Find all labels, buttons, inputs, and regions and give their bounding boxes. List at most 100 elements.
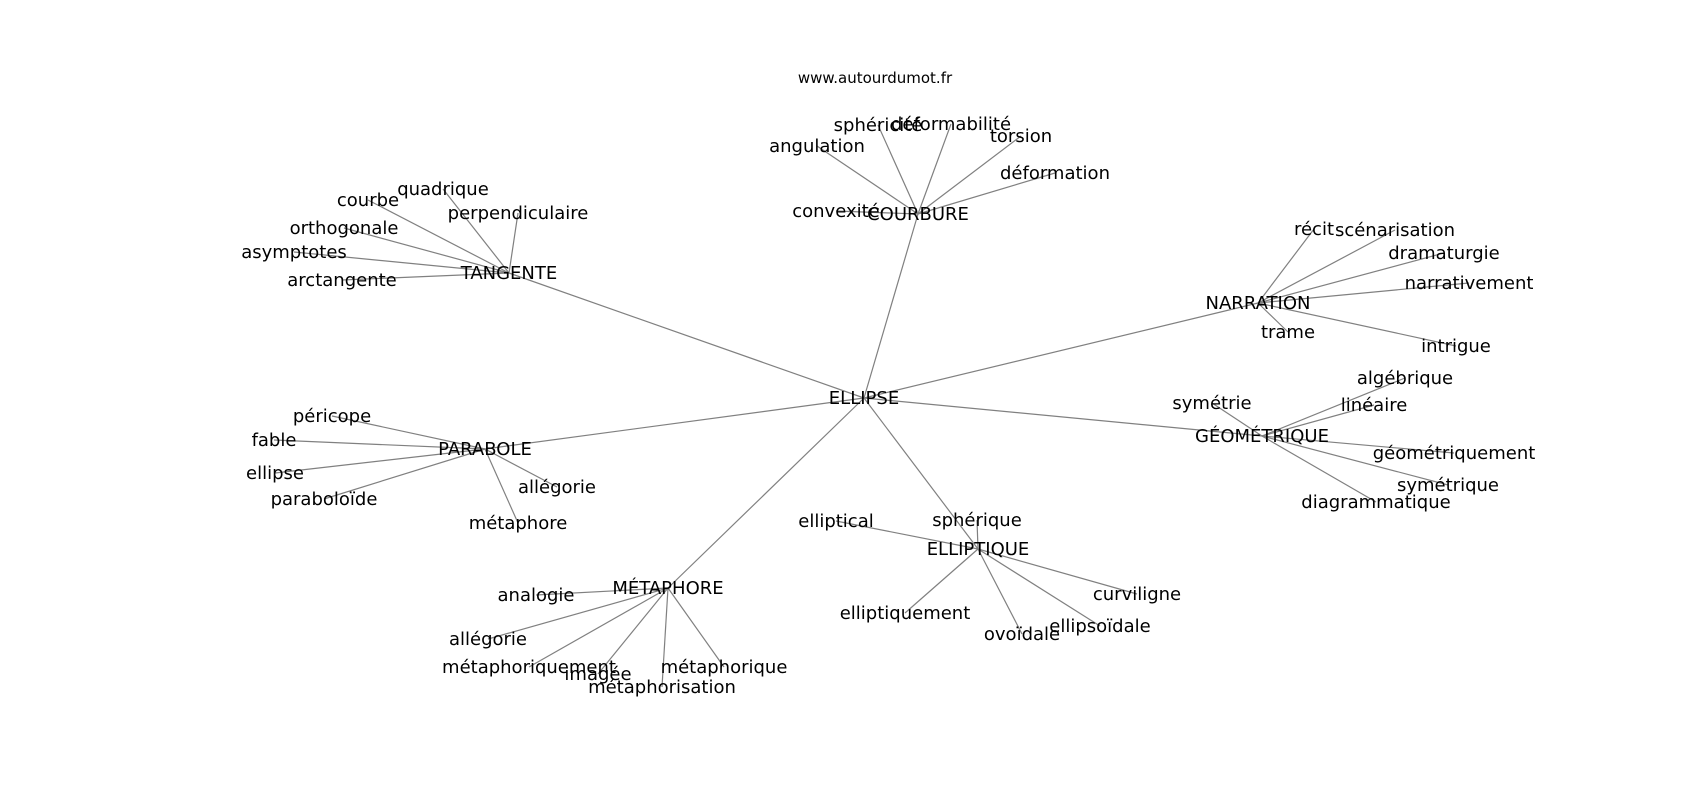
- edge-center-geometrique: [863, 397, 1263, 437]
- edge-center-elliptique: [863, 397, 979, 550]
- leaf-node-algebrique: algébrique: [1357, 368, 1453, 389]
- edge-parabole-metaphore: [484, 448, 519, 524]
- edge-narration-narrativement: [1257, 282, 1470, 304]
- edge-parabole-allegorie: [484, 448, 558, 488]
- edge-parabole-ellipse: [274, 448, 486, 474]
- leaf-node-perpendiculaire: perpendiculaire: [448, 203, 589, 224]
- hub-node-courbure: COURBURE: [867, 204, 969, 225]
- edge-tangente-quadrique: [442, 188, 510, 274]
- leaf-node-analogie: analogie: [498, 585, 575, 606]
- leaf-node-allegorie: allégorie: [449, 629, 527, 650]
- hub-node-tangente: TANGENTE: [460, 263, 558, 284]
- edge-courbure-sphericite: [877, 124, 919, 215]
- leaf-node-metaphore: métaphore: [469, 513, 568, 534]
- edge-metaphore-metaphorique: [667, 587, 725, 668]
- leaf-node-paraboloide: paraboloïde: [271, 489, 378, 510]
- edge-center-narration: [863, 302, 1259, 399]
- graph-edges: [273, 123, 1470, 688]
- edge-metaphore-allegorie: [487, 587, 669, 640]
- edge-courbure-convexite: [835, 210, 919, 215]
- leaf-node-elliptiquement: elliptiquement: [840, 603, 971, 624]
- leaf-node-deformabilite: déformabilité: [891, 114, 1011, 135]
- edge-narration-recit: [1257, 228, 1315, 304]
- edge-metaphore-analogie: [535, 587, 669, 596]
- leaf-node-convexite: convexité: [792, 201, 880, 222]
- edge-center-tangente: [508, 272, 865, 399]
- leaf-node-geometriquement: géométriquement: [1373, 443, 1536, 464]
- edge-tangente-arctangente: [341, 272, 510, 281]
- site-credit: www.autourdumot.fr: [798, 69, 953, 87]
- edge-tangente-perpendiculaire: [508, 212, 519, 274]
- edge-geometrique-algebrique: [1261, 377, 1406, 437]
- leaf-node-sphericite: sphéricité: [834, 115, 923, 136]
- edge-parabole-fable: [273, 439, 486, 450]
- edge-elliptique-curviligne: [977, 548, 1138, 595]
- edge-parabole-pericope: [331, 415, 486, 450]
- leaf-node-metaphoriquement: métaphoriquement: [442, 657, 616, 678]
- hub-node-parabole: PARABOLE: [438, 439, 532, 460]
- leaf-node-lineaire: linéaire: [1341, 395, 1408, 416]
- edge-center-parabole: [484, 397, 865, 450]
- leaf-node-narrativement: narrativement: [1405, 273, 1534, 294]
- leaf-node-courbe: courbe: [337, 190, 399, 211]
- hub-node-geometrique: GÉOMÉTRIQUE: [1195, 425, 1329, 447]
- hub-node-elliptique: ELLIPTIQUE: [927, 539, 1030, 560]
- edge-tangente-asymptotes: [293, 251, 510, 274]
- edge-elliptique-spherique: [976, 519, 979, 550]
- leaf-node-recit: récit: [1294, 219, 1334, 240]
- edge-metaphore-metaphorisation: [661, 587, 669, 688]
- leaf-node-metaphorique: métaphorique: [661, 657, 788, 678]
- edge-courbure-deformation: [917, 172, 1056, 215]
- hub-node-metaphore: MÉTAPHORE: [612, 577, 723, 599]
- edge-geometrique-geometriquement: [1261, 435, 1455, 454]
- leaf-node-symetrique: symétrique: [1397, 475, 1499, 496]
- hub-node-narration: NARRATION: [1206, 293, 1311, 314]
- edge-geometrique-symetrie: [1211, 402, 1263, 437]
- leaf-node-orthogonale: orthogonale: [290, 218, 399, 239]
- leaf-node-dramaturgie: dramaturgie: [1388, 243, 1499, 264]
- leaf-node-pericope: péricope: [293, 406, 371, 427]
- leaf-node-allegorie: allégorie: [518, 477, 596, 498]
- leaf-node-spherique: sphérique: [932, 510, 1022, 531]
- edge-geometrique-diagrammatique: [1261, 435, 1377, 503]
- edge-center-courbure: [863, 213, 919, 399]
- edge-courbure-angulation: [816, 145, 919, 215]
- leaf-node-intrigue: intrigue: [1421, 336, 1491, 357]
- leaf-node-ovoidale: ovoïdale: [984, 624, 1060, 645]
- leaf-node-ellipse: ellipse: [246, 463, 304, 484]
- leaf-node-torsion: torsion: [990, 126, 1052, 147]
- center-node-label: ELLIPSE: [829, 388, 899, 409]
- edge-narration-intrigue: [1257, 302, 1457, 347]
- edge-courbure-deformabilite: [917, 123, 952, 215]
- edge-tangente-orthogonale: [343, 227, 510, 274]
- edge-narration-trame: [1257, 302, 1289, 333]
- edge-elliptique-elliptiquement: [904, 548, 979, 614]
- leaf-node-trame: trame: [1261, 322, 1315, 343]
- leaf-node-quadrique: quadrique: [397, 179, 489, 200]
- edge-elliptique-ovoidale: [977, 548, 1023, 635]
- leaf-node-ellipsoidale: ellipsoïdale: [1049, 616, 1150, 637]
- leaf-node-fable: fable: [252, 430, 297, 451]
- edge-metaphore-metaphoriquement: [528, 587, 669, 668]
- leaf-node-deformation: déformation: [1000, 163, 1110, 184]
- edge-elliptique-elliptical: [835, 520, 979, 550]
- edge-metaphore-imagee: [597, 587, 669, 675]
- leaf-node-diagrammatique: diagrammatique: [1301, 492, 1450, 513]
- edge-center-metaphore: [667, 397, 865, 589]
- edge-narration-scenarisation: [1257, 229, 1396, 304]
- edge-geometrique-symetrique: [1261, 435, 1449, 486]
- leaf-node-angulation: angulation: [769, 136, 865, 157]
- edge-courbure-torsion: [917, 135, 1022, 215]
- leaf-node-metaphorisation: métaphorisation: [588, 677, 736, 698]
- edge-narration-dramaturgie: [1257, 252, 1445, 304]
- edge-parabole-paraboloide: [323, 448, 486, 500]
- leaf-node-asymptotes: asymptotes: [241, 242, 347, 263]
- edge-tangente-courbe: [367, 199, 510, 274]
- leaf-node-imagee: imagée: [564, 664, 631, 685]
- leaf-node-symetrie: symétrie: [1172, 393, 1251, 414]
- leaf-node-curviligne: curviligne: [1093, 584, 1181, 605]
- edge-elliptique-ellipsoidale: [977, 548, 1101, 627]
- edge-geometrique-lineaire: [1261, 404, 1375, 437]
